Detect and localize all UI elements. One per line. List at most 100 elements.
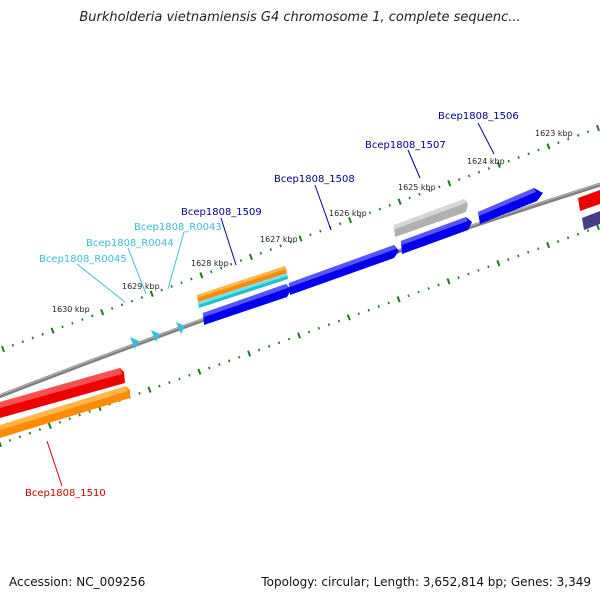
map-title: Burkholderia vietnamiensis G4 chromosome… — [79, 10, 521, 25]
outer-scale-tick — [397, 198, 402, 205]
outer-scale-tick — [269, 248, 272, 251]
outer-scale-tick — [50, 327, 55, 334]
trna-feature-r0043[interactable] — [176, 322, 185, 334]
inner-scale-tick — [0, 441, 2, 448]
trna-feature-r0045[interactable] — [130, 337, 139, 349]
gene-label-bcep1808-1510[interactable]: Bcep1808_1510 — [25, 488, 106, 499]
outer-scale-tick — [546, 143, 551, 150]
gene-feature-bcep1808-1509[interactable] — [203, 284, 291, 325]
label-leader-lines — [46, 122, 495, 487]
inner-scale-tick — [566, 236, 570, 240]
outer-scale-tick — [338, 222, 342, 226]
kbp-label-1624: 1624 kbp — [467, 157, 505, 166]
outer-scale-tick — [190, 277, 193, 281]
outer-scale-tick — [259, 251, 263, 255]
inner-scale-tick — [377, 305, 380, 308]
inner-scale-tick — [257, 348, 261, 352]
outer-scale-tick — [140, 296, 144, 299]
inner-scale-tick — [28, 431, 32, 435]
outer-scale-tick — [319, 229, 322, 233]
genome-summary-text: Topology: circular; Length: 3,652,814 bp… — [261, 575, 591, 589]
gene-label-bcep1808-r0045[interactable]: Bcep1808_R0045 — [39, 254, 127, 265]
gene-label-bcep1808-1506[interactable]: Bcep1808_1506 — [438, 111, 519, 122]
outer-scale-tick — [289, 240, 292, 244]
gene-feature-bcep1808-1508[interactable] — [289, 245, 399, 295]
outer-scale-tick — [298, 235, 303, 242]
inner-scale-tick — [238, 355, 241, 359]
inner-scale-tick — [218, 363, 221, 366]
gene-feature-orange-upper[interactable] — [197, 266, 287, 302]
inner-scale-tick — [88, 410, 91, 413]
inner-scale-tick — [527, 250, 530, 254]
inner-scale-tick — [596, 223, 600, 231]
inner-scale-tick — [18, 435, 22, 439]
gene-feature-red-right[interactable] — [578, 190, 600, 211]
inner-scale-tick — [576, 232, 580, 236]
gene-label-bcep1808-r0044[interactable]: Bcep1808_R0044 — [86, 238, 174, 249]
outer-scale-tick — [438, 185, 441, 189]
gene-feature-bcep1808-1507[interactable] — [401, 217, 472, 254]
inner-scale-tick — [477, 269, 480, 272]
outer-scale-tick — [31, 336, 34, 340]
outer-scale-tick — [428, 189, 431, 192]
kbp-label-1626: 1626 kbp — [329, 209, 367, 218]
gene-label-bcep1808-1508[interactable]: Bcep1808_1508 — [274, 174, 355, 185]
gene-label-bcep1808-1509[interactable]: Bcep1808_1509 — [181, 207, 262, 218]
inner-scale-tick — [307, 330, 311, 334]
gene-label-bcep1808-1507[interactable]: Bcep1808_1507 — [365, 140, 446, 151]
outer-scale-tick — [309, 233, 312, 237]
outer-scale-tick — [61, 325, 64, 329]
inner-scale-tick — [537, 247, 540, 251]
inner-scale-tick — [387, 301, 390, 305]
gene-feature-gray[interactable] — [394, 199, 468, 237]
outer-scale-tick — [160, 288, 163, 292]
gene-feature-purple-right[interactable] — [582, 211, 600, 230]
inner-scale-tick — [427, 287, 430, 290]
inner-scale-tick — [8, 439, 12, 442]
kbp-label-1630: 1630 kbp — [52, 305, 90, 314]
outer-scale-tick — [447, 180, 452, 187]
outer-scale-tick — [507, 159, 510, 163]
outer-scale-tick — [120, 303, 124, 307]
outer-scale-tick — [11, 343, 15, 347]
gene-feature-orange-lower[interactable] — [0, 386, 130, 438]
kbp-label-1629: 1629 kbp — [122, 282, 160, 291]
outer-scale-tick — [496, 161, 501, 168]
gene-feature-bcep1808-1506[interactable] — [478, 188, 543, 224]
inner-scale-tick — [487, 265, 490, 269]
outer-scale-tick — [517, 156, 520, 159]
inner-scale-tick — [147, 386, 152, 393]
inner-scale-tick — [297, 332, 301, 339]
outer-scale-tick — [100, 309, 105, 316]
outer-scale-tick — [408, 196, 411, 200]
inner-scale-tick — [396, 296, 401, 303]
outer-scale-tick — [348, 216, 353, 224]
inner-scale-tick — [287, 337, 291, 341]
trna-feature-r0044[interactable] — [151, 330, 160, 342]
outer-scale-tick — [180, 281, 183, 285]
outer-scale-tick — [567, 137, 570, 141]
outer-scale-tick — [21, 340, 25, 344]
outer-scale-tick — [110, 307, 114, 310]
inner-scale-tick — [446, 278, 451, 285]
outer-scale-tick — [487, 167, 491, 170]
inner-scale-tick — [327, 323, 331, 327]
inner-scale-tick — [556, 240, 560, 243]
inner-scale-tick — [267, 344, 271, 348]
inner-scale-tick — [78, 413, 81, 417]
outer-scale-tick — [1, 345, 5, 353]
gene-feature-bcep1808-1510[interactable] — [0, 368, 125, 418]
inner-scale-tick — [317, 326, 321, 330]
inner-scale-tick — [546, 241, 551, 249]
outer-scale-tick — [388, 203, 391, 207]
gene-feature-cyan-upper[interactable] — [198, 273, 288, 308]
outer-scale-tick — [368, 211, 372, 215]
outer-scale-tick — [219, 266, 223, 270]
outer-scale-tick — [378, 207, 382, 211]
inner-scale-tick — [197, 368, 202, 375]
gene-label-bcep1808-r0043[interactable]: Bcep1808_R0043 — [134, 222, 222, 233]
inner-scale-tick — [496, 259, 501, 267]
inner-scale-tick — [517, 254, 520, 258]
inner-scale-tick — [346, 314, 351, 321]
